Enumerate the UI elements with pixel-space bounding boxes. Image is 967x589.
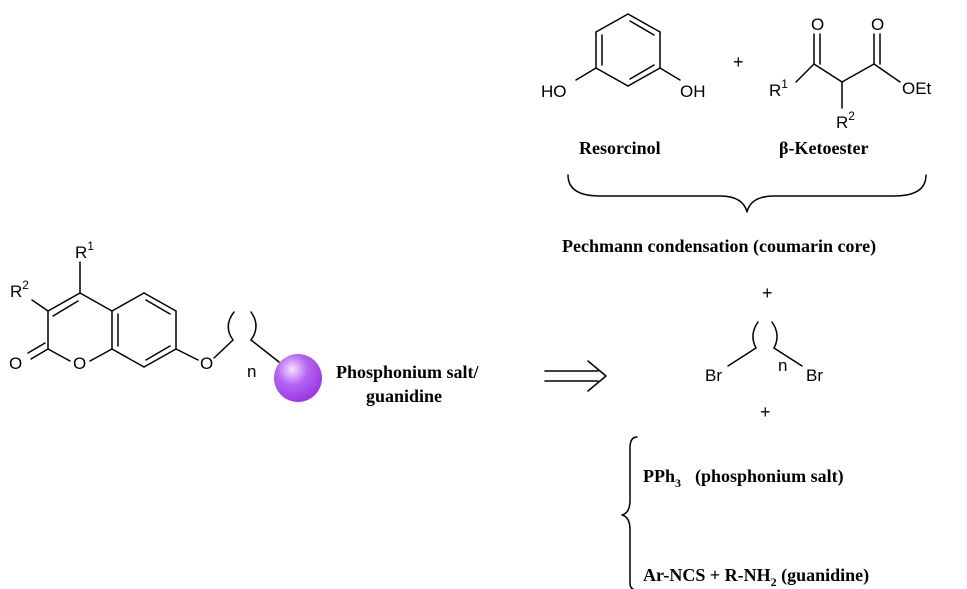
functional-group-ball-icon (274, 354, 322, 402)
coumarin-target-structure (27, 261, 280, 368)
pph3-reagent-text: PPh3(phosphonium salt) (643, 466, 844, 490)
condensation-label: Pechmann condensation (coumarin core) (562, 236, 876, 257)
retrosynthesis-arrow-icon (544, 360, 607, 392)
target-label-line2: guanidine (366, 386, 442, 406)
resorcinol-hydroxyl-right: OH (680, 82, 706, 101)
options-curly-brace-icon (621, 436, 638, 589)
ring-oxygen-label: O (73, 354, 86, 373)
resorcinol-structure (575, 13, 681, 87)
dibromide-repeat-n-label: n (778, 356, 787, 375)
ether-oxygen-label: O (200, 354, 213, 373)
plus-sign-bottom: + (760, 402, 771, 422)
r2-atom-label: R2 (10, 278, 29, 301)
resorcinol-hydroxyl-left: HO (541, 82, 567, 101)
ketoester-r1-label: R1 (769, 77, 788, 100)
bromine-left-label: Br (705, 366, 722, 385)
reagents-curly-brace-icon (567, 174, 927, 213)
guanidine-reagent-text: Ar-NCS + R-NH2 (guanidine) (643, 565, 869, 589)
r1-atom-label: R1 (75, 239, 94, 262)
plus-sign-top: + (733, 52, 744, 72)
ketone-oxygen-label: O (811, 15, 824, 34)
ester-carbonyl-oxygen-label: O (871, 15, 884, 34)
target-label-line1: Phosphonium salt/ (336, 362, 480, 382)
bromine-right-label: Br (806, 366, 823, 385)
resorcinol-label: Resorcinol (579, 138, 661, 158)
ketoester-r2-label: R2 (836, 109, 855, 132)
plus-sign-middle: + (762, 283, 773, 303)
ketoester-structure (795, 33, 901, 109)
dibromoalkane-structure (727, 321, 803, 367)
ethoxy-group-label: OEt (902, 79, 932, 98)
chain-repeat-n-label: n (247, 362, 256, 381)
carbonyl-oxygen-label: O (9, 354, 22, 373)
ketoester-label: β-Ketoester (779, 138, 868, 158)
